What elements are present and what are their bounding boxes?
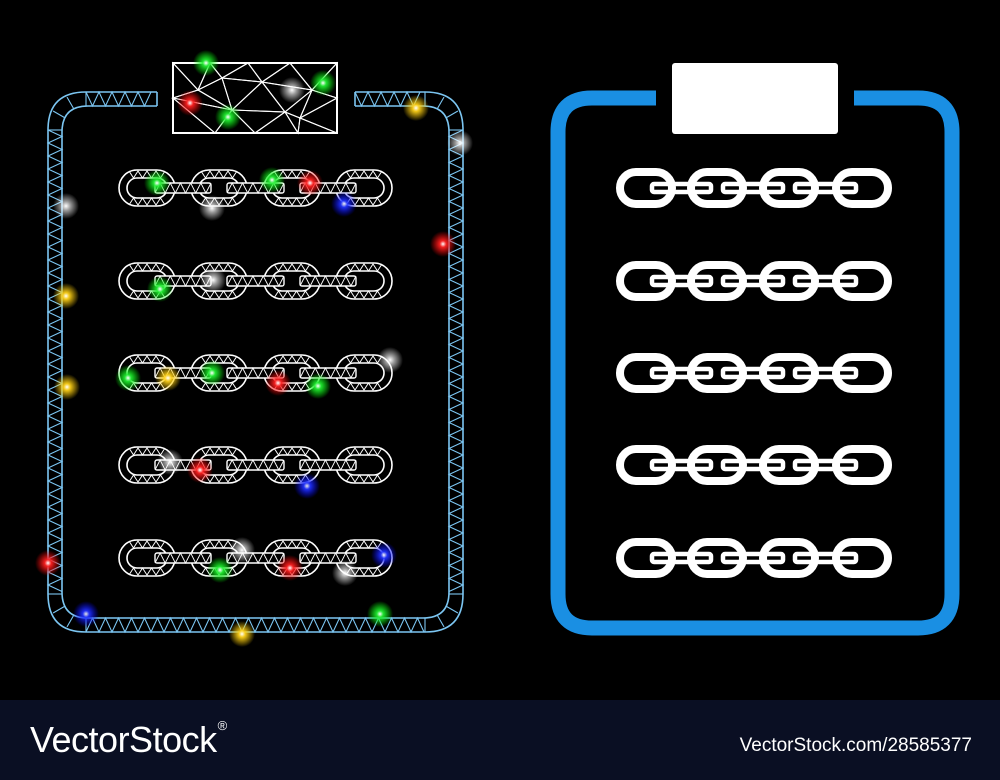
chain-link	[687, 445, 747, 485]
sparkle-light	[332, 560, 358, 586]
chain-link	[687, 538, 747, 578]
chain-link	[687, 261, 747, 301]
sparkle-light	[367, 601, 393, 627]
sparkle-light	[447, 130, 473, 156]
sparkle-light	[35, 550, 61, 576]
chain-bar	[720, 551, 786, 565]
sparkle-light	[199, 360, 225, 386]
chain-row	[616, 353, 892, 393]
sparkle-light	[200, 267, 226, 293]
sparkle-lights	[35, 50, 473, 647]
chain-bar	[649, 551, 714, 565]
sparkle-light	[207, 557, 233, 583]
sparkle-light	[279, 77, 305, 103]
chain-bar	[792, 181, 859, 195]
chain-bar	[792, 458, 859, 472]
chain-link	[759, 538, 819, 578]
flat-clipboard-clip	[672, 63, 838, 134]
registered-mark: ®	[217, 718, 228, 733]
chain-link	[832, 168, 892, 208]
sparkle-light	[147, 276, 173, 302]
chain-link	[832, 353, 892, 393]
sparkle-light	[403, 95, 429, 121]
sparkle-light	[73, 601, 99, 627]
chain-link	[616, 168, 676, 208]
chain-link	[616, 261, 676, 301]
sparkle-light	[305, 373, 331, 399]
sparkle-light	[53, 193, 79, 219]
sparkle-light	[294, 473, 320, 499]
sparkle-light	[229, 621, 255, 647]
chain-bar	[720, 366, 786, 380]
image-id: VectorStock.com/28585377	[739, 735, 972, 756]
chain-link	[616, 353, 676, 393]
flat-clipboard-icon	[550, 63, 960, 636]
sparkle-light	[54, 374, 80, 400]
icon-artwork	[35, 50, 960, 647]
mesh-chain-row	[118, 262, 393, 300]
chain-bar	[792, 366, 859, 380]
chain-bar	[720, 181, 786, 195]
sparkle-light	[310, 70, 336, 96]
chain-bar	[720, 458, 786, 472]
chain-link	[832, 261, 892, 301]
brand-logo[interactable]: VectorStock ®	[30, 718, 227, 762]
chain-link	[832, 538, 892, 578]
mesh-clipboard-frame	[46, 90, 465, 634]
sparkle-light	[53, 283, 79, 309]
chain-bar	[649, 274, 714, 288]
sparkle-light	[157, 449, 183, 475]
sparkle-light	[265, 370, 291, 396]
chain-link	[759, 168, 819, 208]
chain-link	[616, 445, 676, 485]
chain-link	[832, 445, 892, 485]
chain-link	[759, 353, 819, 393]
chain-row	[616, 538, 892, 578]
chain-link	[616, 538, 676, 578]
chain-bar	[649, 181, 714, 195]
sparkle-light	[187, 457, 213, 483]
sparkle-light	[297, 170, 323, 196]
sparkle-light	[115, 365, 141, 391]
mesh-clipboard-icon	[35, 50, 473, 647]
chain-row	[616, 168, 892, 208]
sparkle-light	[215, 104, 241, 130]
chain-row	[616, 445, 892, 485]
sparkle-light	[430, 231, 456, 257]
sparkle-light	[229, 537, 255, 563]
chain-row	[616, 261, 892, 301]
sparkle-light	[377, 347, 403, 373]
sparkle-light	[259, 167, 285, 193]
chain-bar	[649, 366, 714, 380]
sparkle-light	[144, 170, 170, 196]
flat-clipboard-frame	[550, 90, 960, 636]
sparkle-light	[199, 195, 225, 221]
chain-bar	[792, 274, 859, 288]
sparkle-light	[331, 191, 357, 217]
sparkle-light	[177, 90, 203, 116]
sparkle-light	[371, 542, 397, 568]
sparkle-light	[277, 555, 303, 581]
chain-link	[687, 353, 747, 393]
sparkle-light	[193, 50, 219, 76]
chain-link	[759, 261, 819, 301]
sparkle-light	[155, 365, 181, 391]
flat-chain-rows	[616, 168, 892, 578]
chain-link	[687, 168, 747, 208]
chain-link	[759, 445, 819, 485]
chain-bar	[720, 274, 786, 288]
chain-bar	[792, 551, 859, 565]
footer-bar: VectorStock ® VectorStock.com/28585377	[0, 700, 1000, 780]
chain-bar	[649, 458, 714, 472]
brand-name: VectorStock	[30, 719, 217, 760]
